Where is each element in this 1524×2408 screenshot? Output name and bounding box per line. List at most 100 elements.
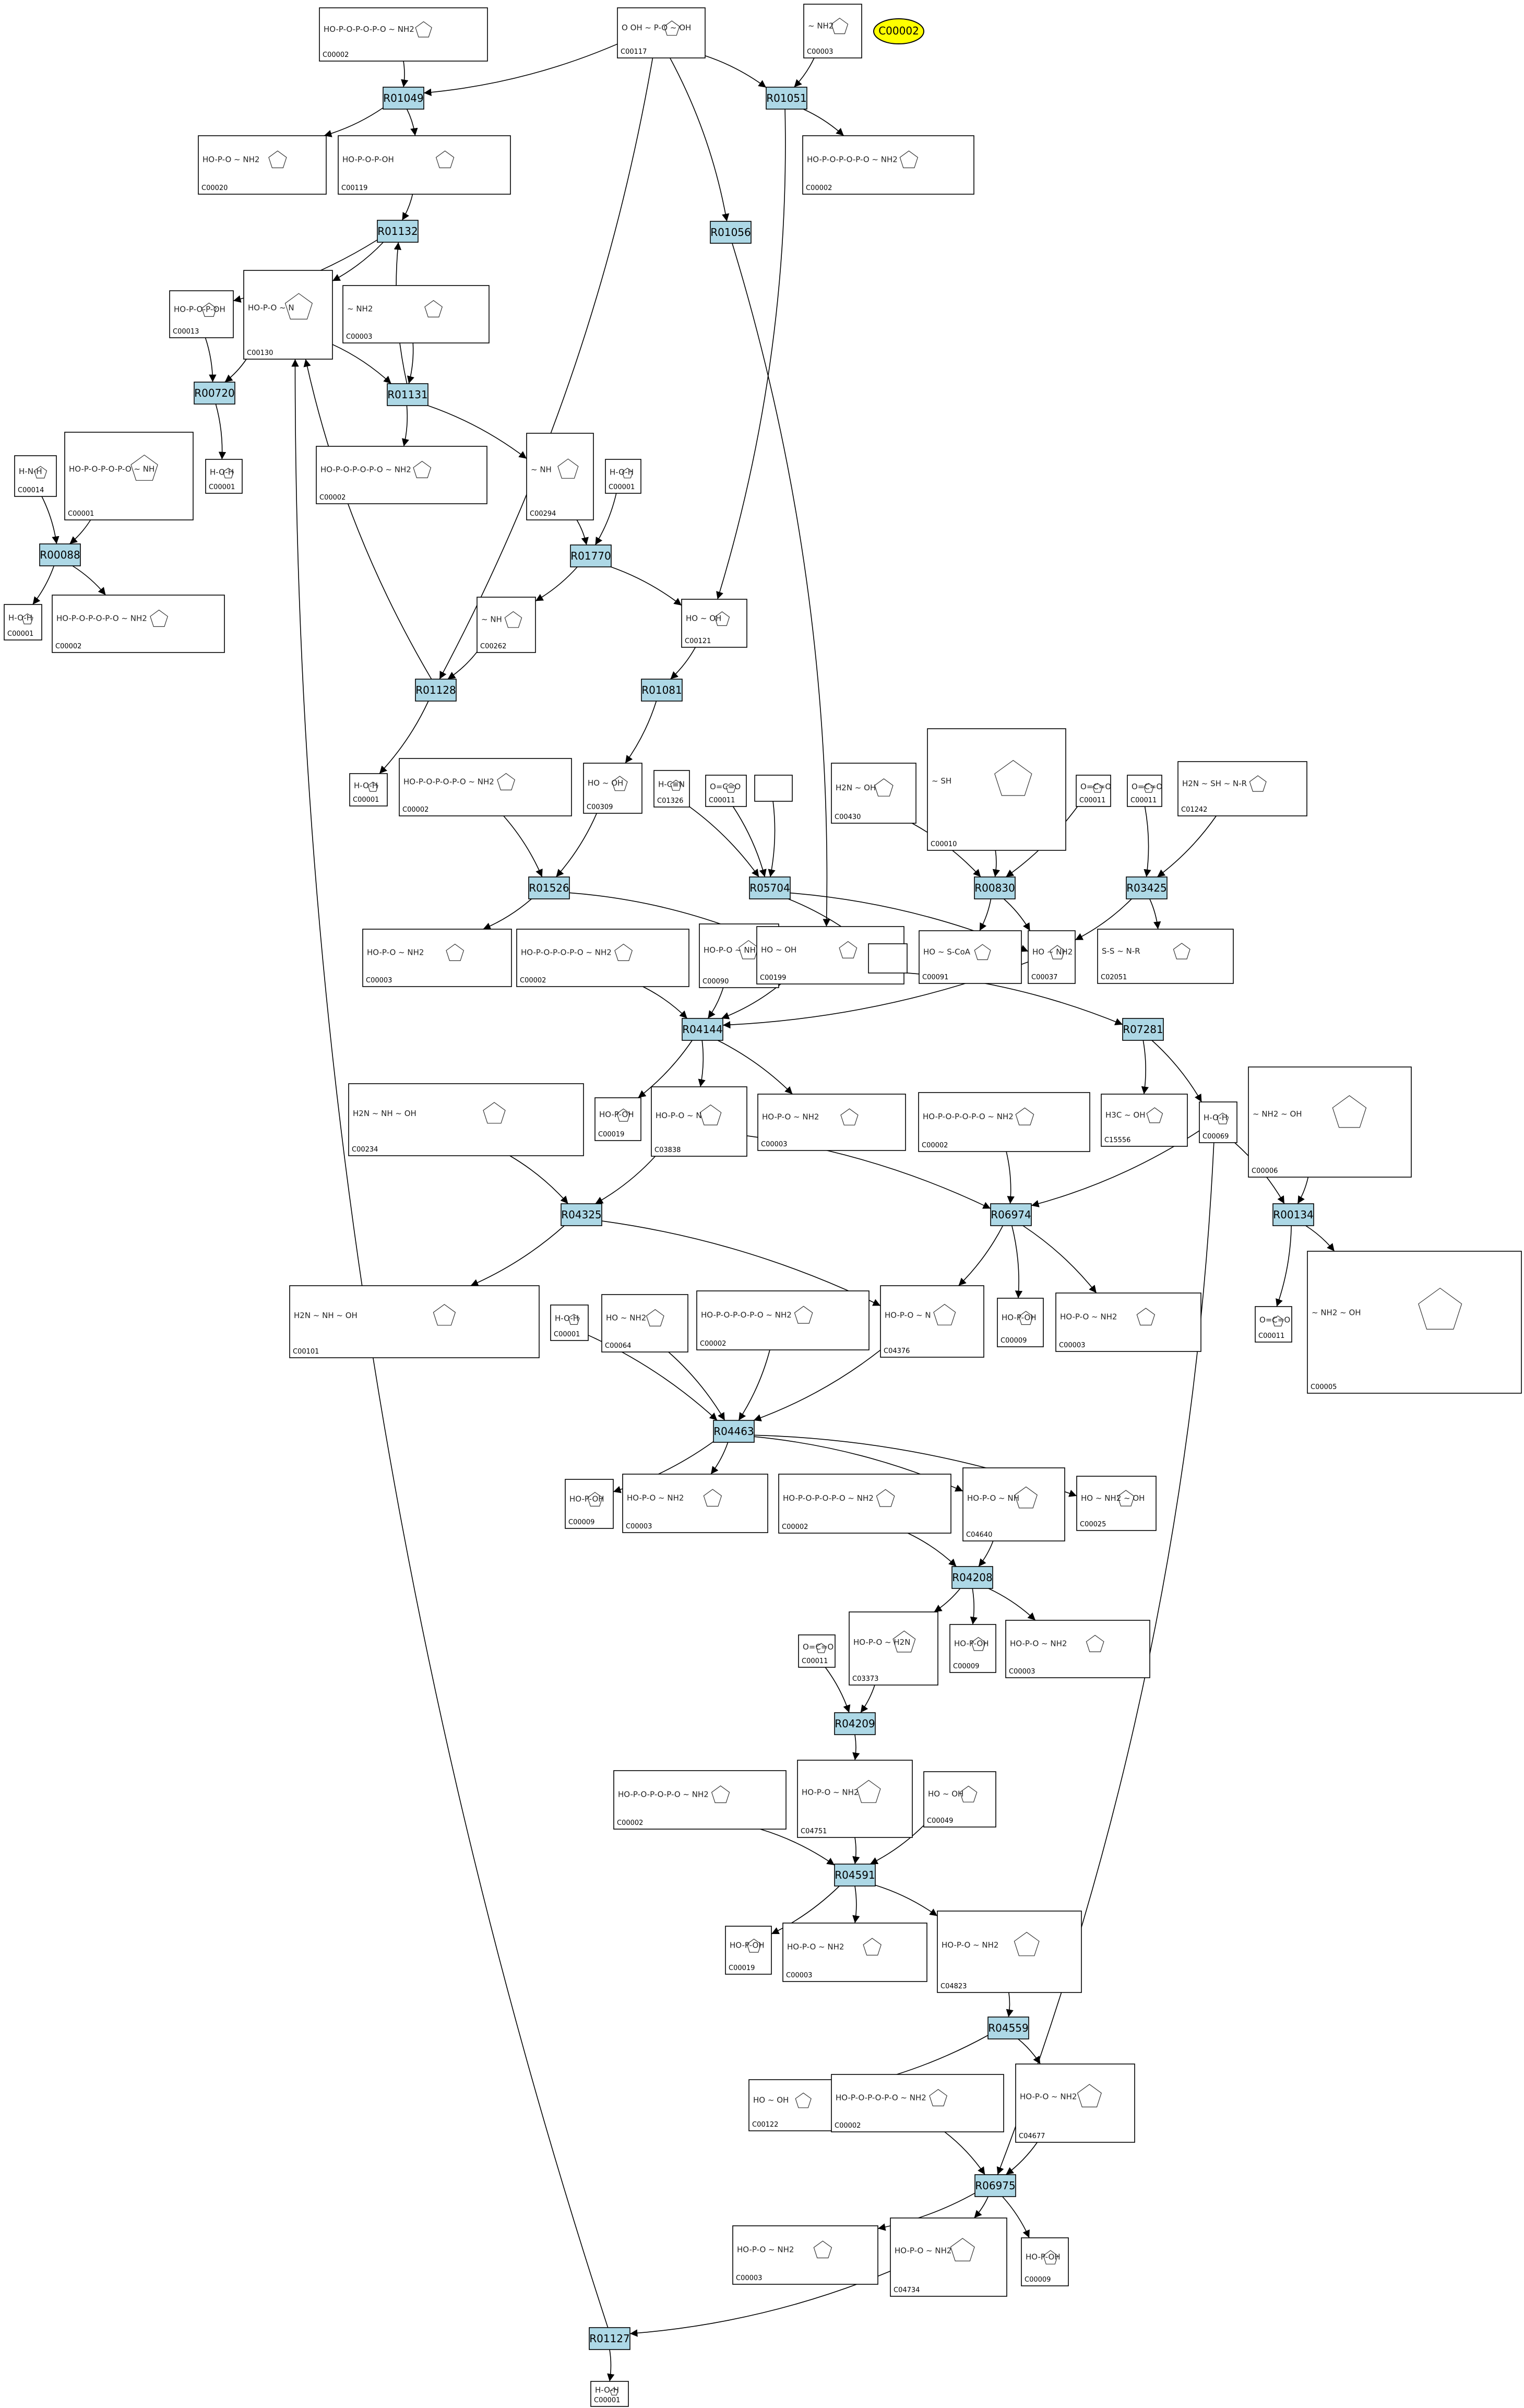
reaction-node[interactable]: R01128 (415, 679, 457, 702)
reaction-node[interactable]: R00088 (39, 543, 81, 566)
reaction-node[interactable]: R01132 (377, 220, 419, 243)
highlight-node[interactable]: C00002 (873, 18, 924, 44)
reaction-node[interactable]: R01131 (387, 383, 428, 406)
reaction-node[interactable]: R01526 (528, 876, 570, 899)
reaction-node[interactable]: R04559 (987, 2016, 1029, 2039)
compound-node[interactable] (754, 775, 793, 802)
reaction-node[interactable]: R01049 (383, 87, 424, 110)
reaction-node[interactable]: R00830 (974, 876, 1016, 899)
compound-node[interactable] (868, 943, 908, 974)
reaction-node[interactable]: R05704 (749, 876, 791, 899)
reaction-node[interactable]: R07281 (1122, 1018, 1164, 1041)
reaction-node[interactable]: R00720 (194, 382, 235, 405)
reaction-node[interactable]: R04463 (713, 1420, 755, 1443)
reaction-node[interactable]: R01051 (766, 87, 807, 110)
reaction-node[interactable]: R04144 (682, 1018, 723, 1041)
reaction-node[interactable]: R00134 (1272, 1203, 1314, 1226)
reaction-node[interactable]: R01127 (589, 2327, 630, 2350)
reaction-node[interactable]: R06974 (990, 1203, 1032, 1226)
reaction-node[interactable]: R04591 (834, 1864, 876, 1887)
reaction-node[interactable]: R01056 (710, 221, 752, 244)
reaction-node[interactable]: R01770 (570, 544, 612, 567)
reaction-node[interactable]: R04208 (951, 1566, 993, 1589)
reaction-node[interactable]: R04209 (834, 1712, 876, 1735)
reaction-node[interactable]: R01081 (641, 679, 683, 702)
reaction-node[interactable]: R06975 (974, 2174, 1016, 2197)
reaction-node[interactable]: R04325 (561, 1203, 602, 1226)
